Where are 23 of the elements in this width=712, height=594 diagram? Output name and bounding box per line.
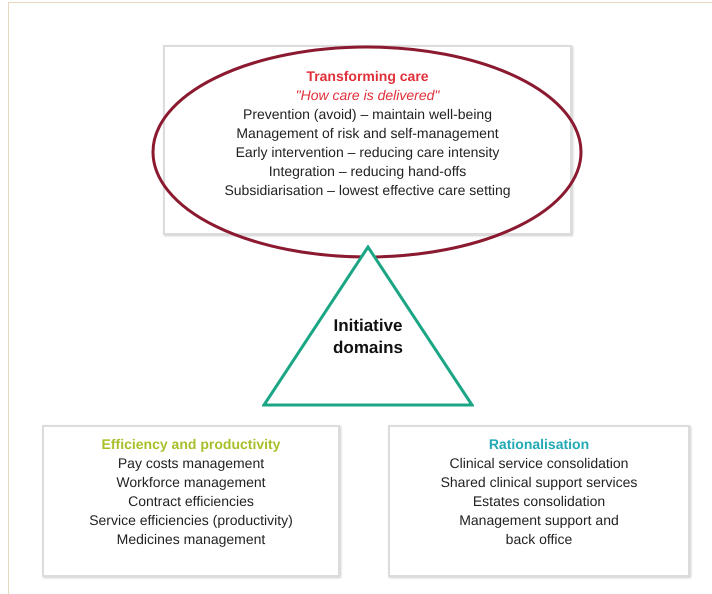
- list-item: Prevention (avoid) – maintain well-being: [242, 105, 492, 124]
- list-item: Subsidiarisation – lowest effective care setting: [224, 181, 511, 200]
- info-panel: [388, 425, 690, 577]
- list-item: Integration – reducing hand-offs: [268, 162, 466, 181]
- list-item: Pay costs management: [118, 454, 264, 473]
- list-item: Service efficiencies (productivity): [89, 511, 293, 530]
- list-item: Shared clinical support services: [440, 473, 638, 492]
- list-item: Early intervention – reducing care intensity: [236, 143, 500, 162]
- section-heading: Efficiency and productivity: [102, 435, 280, 454]
- info-panel: [163, 45, 572, 235]
- list-item: Management support and back office: [458, 511, 620, 549]
- triangle-label: Initiative domains: [332, 315, 404, 359]
- list-item: Contract efficiencies: [128, 492, 254, 511]
- list-item: Estates consolidation: [472, 492, 606, 511]
- list-item: Workforce management: [116, 473, 266, 492]
- section-heading: Transforming care: [306, 67, 429, 86]
- info-panel: [42, 425, 340, 577]
- triangle-node: [262, 245, 474, 407]
- list-item: Clinical service consolidation: [450, 454, 628, 473]
- tagline: "How care is delivered": [296, 86, 440, 105]
- list-item: Medicines management: [116, 530, 266, 549]
- section-heading: Rationalisation: [488, 435, 590, 454]
- list-item: Management of risk and self-management: [236, 124, 499, 143]
